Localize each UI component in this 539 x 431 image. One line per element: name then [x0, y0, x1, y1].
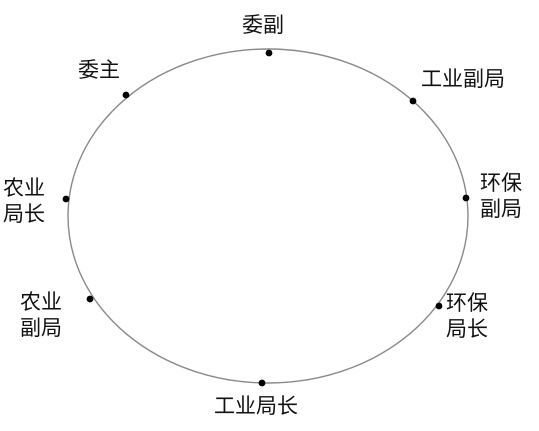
node-dot-gongye-fuju [409, 97, 417, 105]
node-dot-weizhu [122, 91, 130, 99]
node-dot-nongye-juzhang [62, 195, 70, 203]
node-label-nongye-fuju: 农业 副局 [20, 290, 62, 340]
node-dot-nongye-fuju [86, 295, 94, 303]
node-label-gongye-fuju: 工业副局 [421, 67, 505, 91]
node-label-gongye-juzhang: 工业局长 [214, 394, 298, 418]
node-label-weifu: 委副 [242, 13, 284, 37]
ring-ellipse [67, 48, 469, 384]
node-dot-huanbao-juzhang [435, 302, 443, 310]
node-dot-weifu [265, 49, 273, 57]
node-dot-huanbao-fuju [462, 194, 470, 202]
node-label-nongye-juzhang: 农业 局长 [3, 176, 45, 226]
node-label-weizhu: 委主 [78, 58, 120, 82]
node-dots [62, 49, 470, 387]
node-label-huanbao-juzhang: 环保 局长 [446, 291, 488, 341]
node-label-huanbao-fuju: 环保 副局 [480, 171, 522, 221]
node-dot-gongye-juzhang [258, 379, 266, 387]
